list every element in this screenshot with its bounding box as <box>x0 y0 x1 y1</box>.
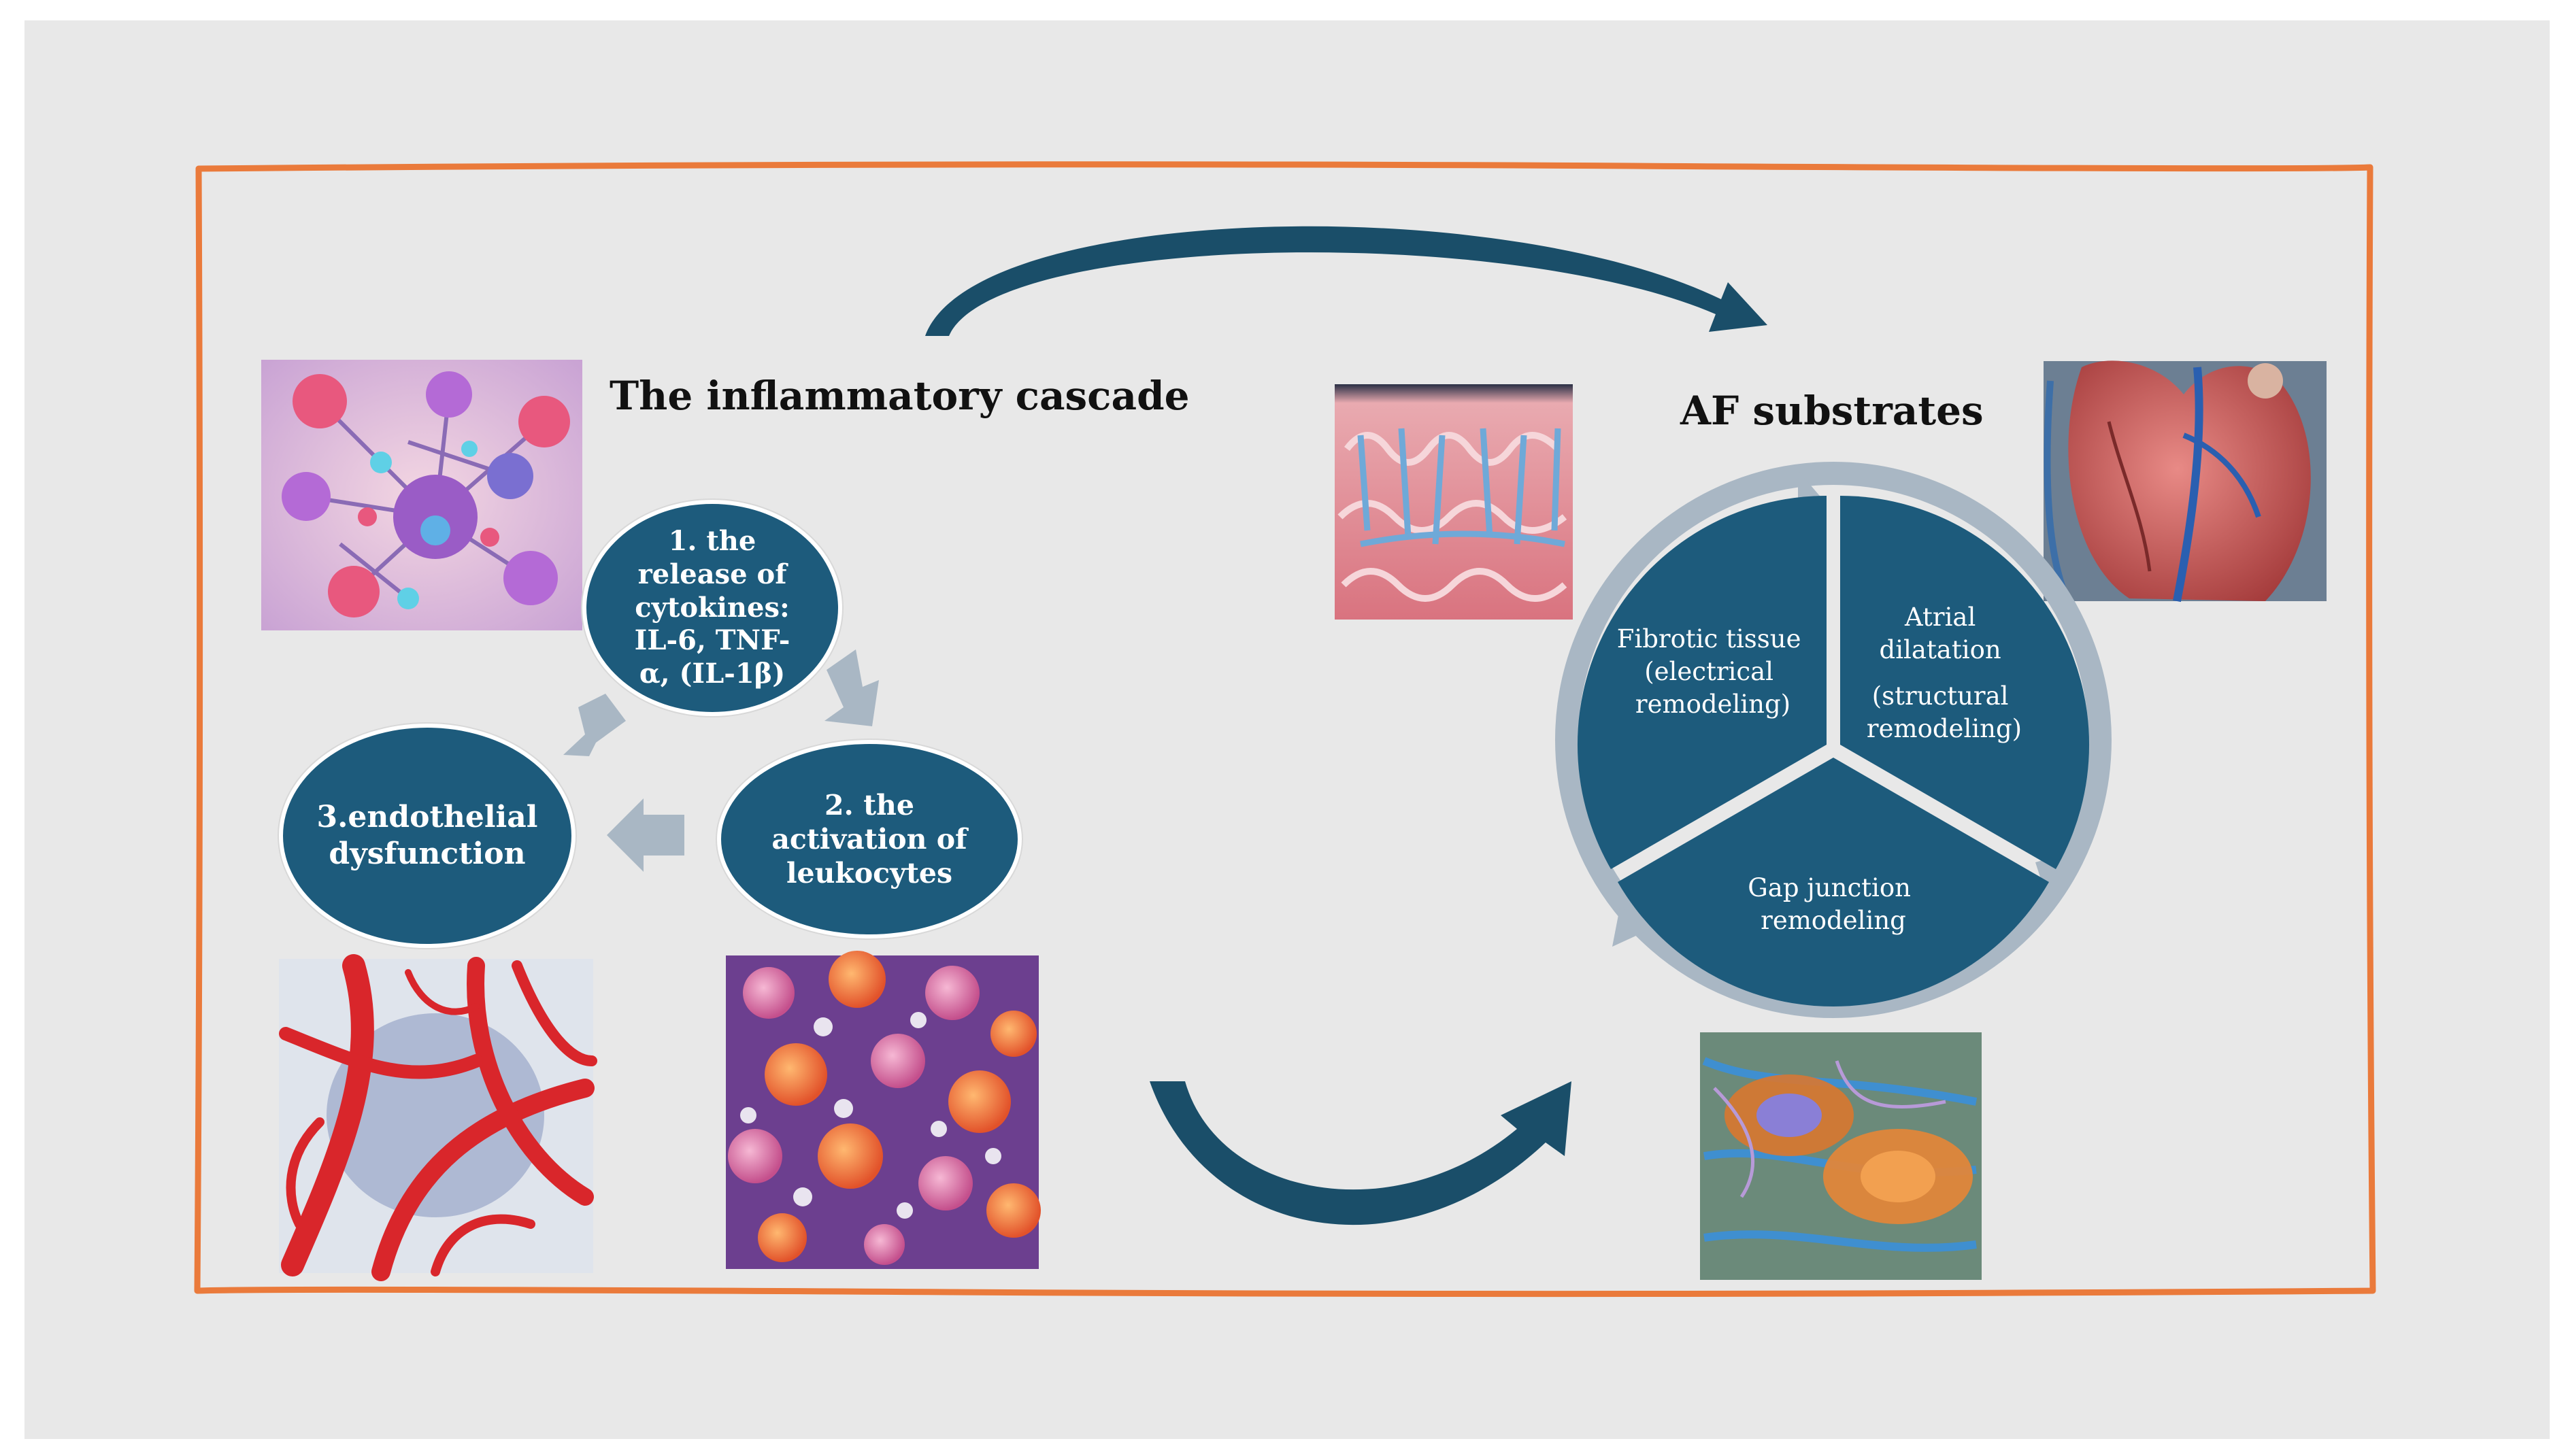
step-cytokine-release[interactable]: 1. the release of cytokines: IL-6, TNF- … <box>582 500 842 716</box>
gap-junction-cells-illustration <box>1700 1032 1982 1280</box>
inflammatory-cascade-title: The inflammatory cascade <box>610 373 1190 419</box>
step-leukocyte-activation-text: 2. the activation of leukocytes <box>771 788 967 890</box>
orange-frame <box>194 161 2376 1298</box>
segment-gap-junction[interactable] <box>1618 758 2049 1007</box>
top-curved-arrow <box>925 226 1767 336</box>
segment-atrial-dilatation[interactable] <box>1840 496 2090 869</box>
label-fibrotic-tissue: Fibrotic tissue (electrical remodeling) <box>1617 624 1810 719</box>
af-substrates-title: AF substrates <box>1680 388 1984 434</box>
arrow-step2-to-step3 <box>607 798 684 872</box>
label-atrial-dilatation: Atrial dilatation (structural remodeling… <box>1867 603 2022 743</box>
heart-illustration <box>2044 360 2327 603</box>
blood-vessel-network-illustration <box>279 954 597 1281</box>
pie-segments <box>1577 496 2090 1007</box>
step-endothelial-dysfunction-text: 3.endothelial dysfunction <box>316 800 538 871</box>
step-cytokine-release-text: 1. the release of cytokines: IL-6, TNF- … <box>634 525 790 690</box>
segment-fibrotic-tissue[interactable] <box>1577 496 1827 869</box>
leukocyte-cells-illustration <box>726 951 1041 1269</box>
af-substrates-cycle: Fibrotic tissue (electrical remodeling) … <box>1555 462 2112 1018</box>
label-gap-junction: Gap junction remodeling <box>1748 873 1919 935</box>
cytokine-network-illustration <box>261 360 582 630</box>
arrow-step1-to-step2 <box>824 649 879 726</box>
step-endothelial-dysfunction[interactable]: 3.endothelial dysfunction <box>279 724 576 948</box>
step-leukocyte-activation[interactable]: 2. the activation of leukocytes <box>717 740 1022 938</box>
arrow-step3-to-step1 <box>563 694 626 756</box>
bottom-curved-arrow <box>1150 1081 1571 1225</box>
atrial-tissue-illustration <box>1335 384 1573 620</box>
